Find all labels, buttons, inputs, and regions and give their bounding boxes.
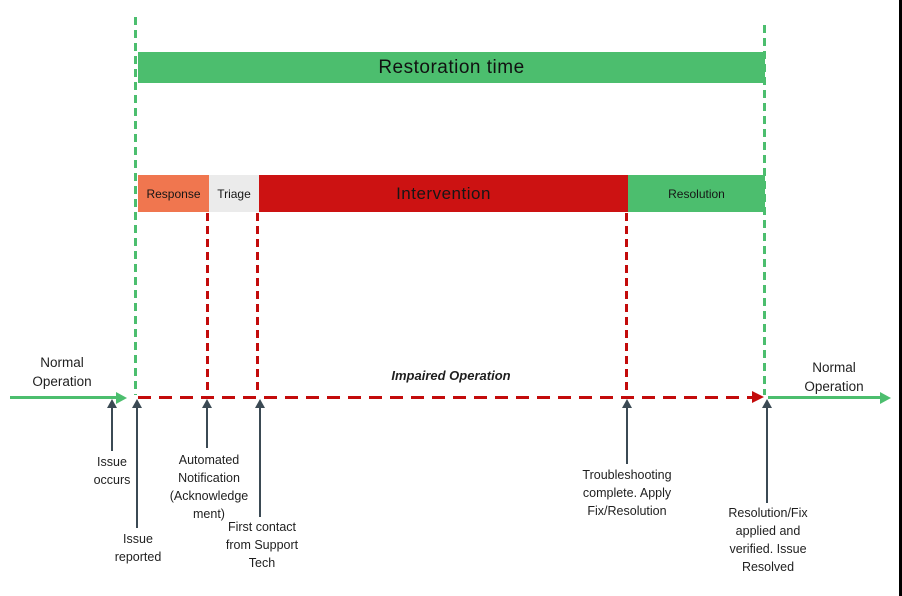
- start-boundary-dashed-line: [134, 17, 137, 395]
- phase-triage: Triage: [209, 175, 259, 212]
- resolution-applied-arrow-line: [766, 407, 768, 503]
- automated-notification-arrow-line: [206, 407, 208, 448]
- troubleshooting-complete-arrow-line: [626, 407, 628, 464]
- resolution-applied-label: Resolution/Fix applied and verified. Iss…: [728, 506, 808, 574]
- issue-reported-arrowhead: [132, 399, 142, 408]
- impaired-operation-label: Impaired Operation: [391, 368, 511, 383]
- normal-operation-arrowhead-right: [880, 392, 891, 404]
- normal-operation-arrow-right: [768, 396, 880, 399]
- normal-operation-arrowhead-left: [116, 392, 127, 404]
- automated-notification-arrowhead: [202, 399, 212, 408]
- phase-resolution: Resolution: [628, 175, 765, 212]
- resolution-applied-arrowhead: [762, 399, 772, 408]
- troubleshooting-complete-arrowhead: [622, 399, 632, 408]
- phase-bar: Response Triage Intervention Resolution: [138, 175, 765, 212]
- normal-operation-arrow-left: [10, 396, 116, 399]
- phase-response: Response: [138, 175, 209, 212]
- phase-intervention: Intervention: [259, 175, 628, 212]
- slide-right-border: [899, 0, 902, 596]
- first-contact-label: First contact from Support Tech: [225, 520, 299, 570]
- triage-intervention-divider-dashed-line: [256, 213, 259, 395]
- normal-operation-label-right: Normal Operation: [804, 360, 864, 394]
- response-triage-divider-dashed-line: [206, 213, 209, 395]
- issue-reported-label: Issue reported: [114, 532, 162, 564]
- first-contact-arrow-line: [259, 407, 261, 517]
- issue-occurs-arrowhead: [107, 399, 117, 408]
- normal-operation-label-left: Normal Operation: [32, 355, 92, 389]
- troubleshooting-complete-label: Troubleshooting complete. Apply Fix/Reso…: [582, 468, 672, 518]
- phase-response-label: Response: [146, 186, 201, 201]
- restoration-time-label: Restoration time: [378, 56, 525, 78]
- automated-notification-label: Automated Notification (Acknowledge ment…: [169, 453, 249, 521]
- restoration-time-bar: Restoration time: [138, 52, 765, 83]
- issue-occurs-label: Issue occurs: [93, 455, 131, 487]
- phase-intervention-label: Intervention: [396, 183, 491, 203]
- first-contact-arrowhead: [255, 399, 265, 408]
- impaired-operation-dashed-timeline: [138, 396, 752, 399]
- phase-triage-label: Triage: [217, 186, 251, 201]
- impaired-operation-arrowhead: [752, 391, 764, 403]
- intervention-resolution-divider-dashed-line: [625, 213, 628, 395]
- issue-reported-arrow-line: [136, 407, 138, 528]
- phase-resolution-label: Resolution: [668, 186, 725, 201]
- issue-occurs-arrow-line: [111, 407, 113, 451]
